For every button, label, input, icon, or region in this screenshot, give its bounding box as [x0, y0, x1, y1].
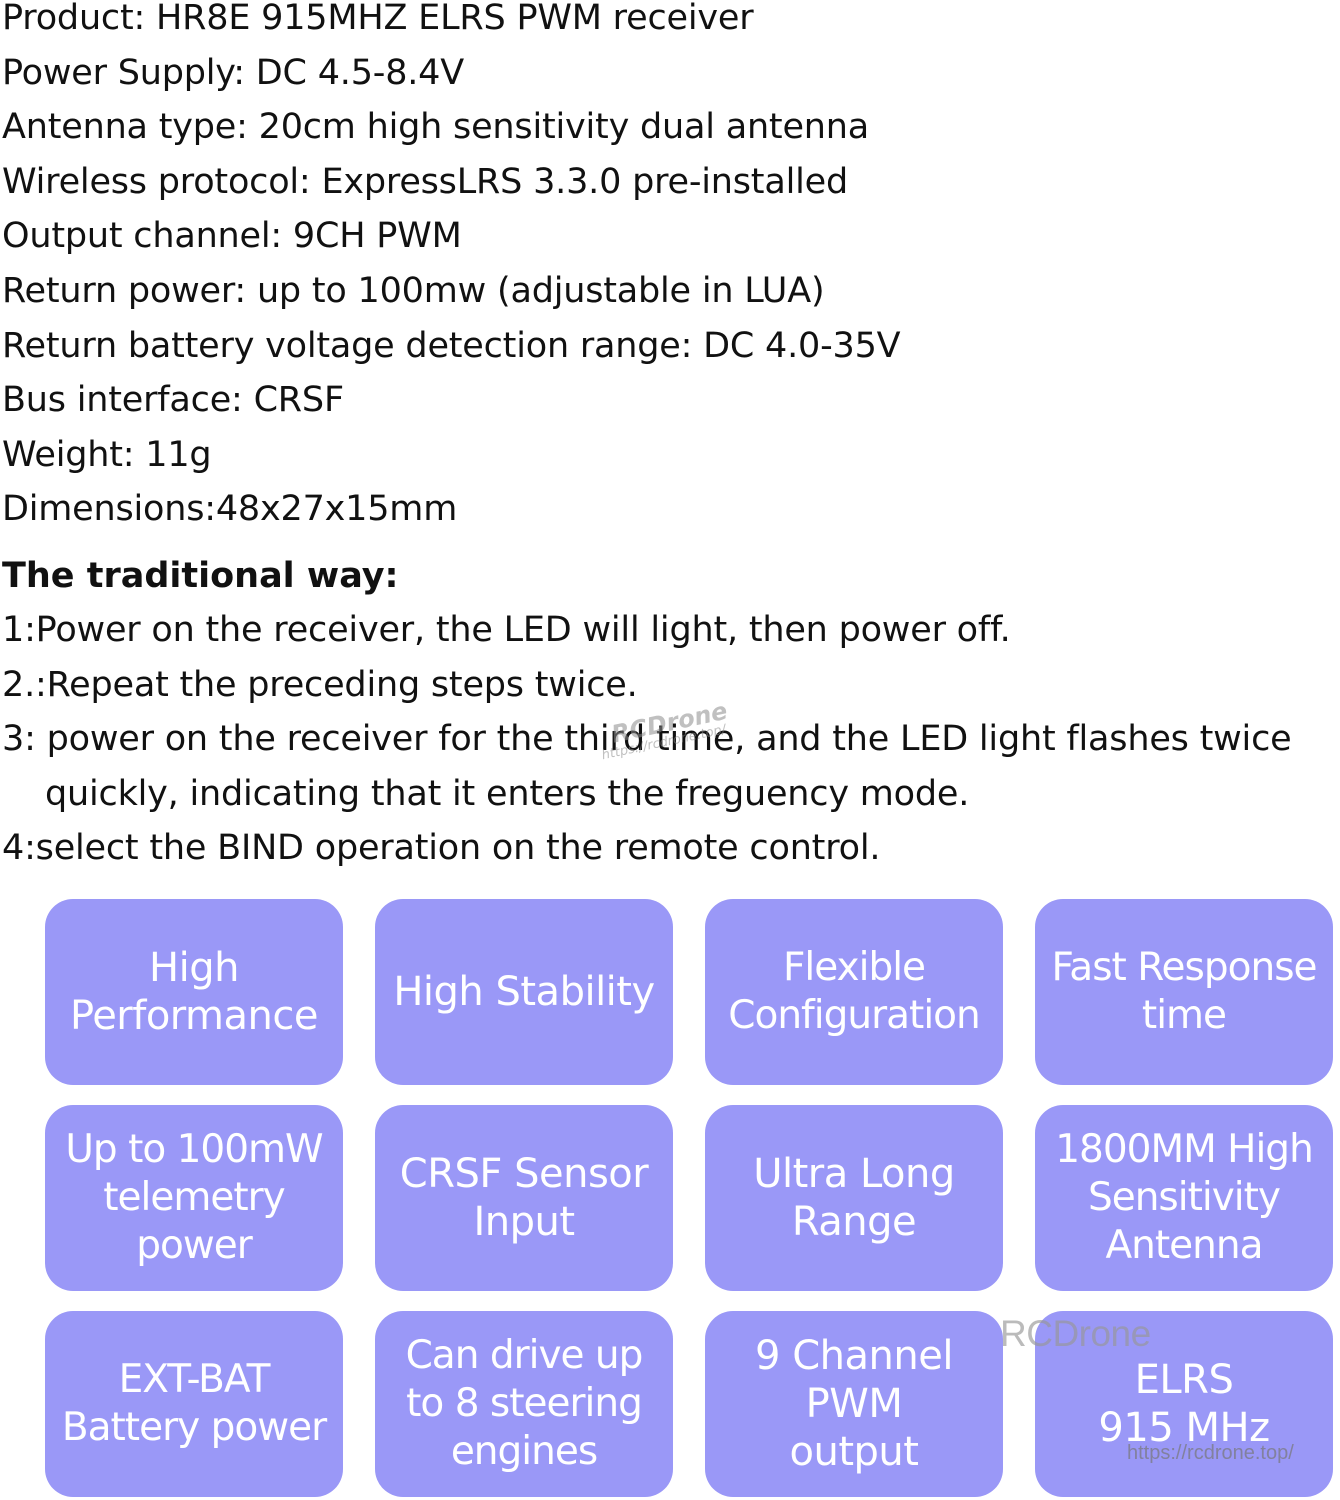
spec-dimensions: Dimensions:48x27x15mm	[2, 489, 458, 530]
spec-wireless-protocol: Wireless protocol: ExpressLRS 3.3.0 pre-…	[2, 161, 848, 202]
feature-tile-elrs-915: ELRS 915 MHz	[1035, 1311, 1333, 1497]
feature-tile-9-channel-pwm: 9 Channel PWM output	[705, 1311, 1003, 1497]
feature-tile-antenna: 1800MM High Sensitivity Antenna	[1035, 1105, 1333, 1291]
binding-step-text: 4:select the BIND operation on the remot…	[2, 828, 881, 869]
binding-step-2: 2.:Repeat the preceding steps twice.	[2, 658, 1291, 713]
binding-step-continuation: quickly, indicating that it enters the f…	[45, 773, 970, 814]
binding-step-1: 1:Power on the receiver, the LED will li…	[2, 603, 1291, 658]
binding-section-title: The traditional way:	[2, 556, 399, 596]
binding-step-text: 3: power on the receiver for the third t…	[2, 719, 1292, 760]
spec-power-supply: Power Supply: DC 4.5-8.4V	[2, 52, 464, 93]
feature-tile-telemetry-power: Up to 100mW telemetry power	[45, 1105, 343, 1291]
feature-tile-flexible-configuration: Flexible Configuration	[705, 899, 1003, 1085]
spec-antenna-type: Antenna type: 20cm high sensitivity dual…	[2, 107, 870, 148]
binding-step-4: 4:select the BIND operation on the remot…	[2, 821, 1291, 876]
spec-weight: Weight: 11g	[2, 434, 212, 475]
binding-step-text: 1:Power on the receiver, the LED will li…	[2, 610, 1011, 650]
spec-return-power: Return power: up to 100mw (adjustable in…	[2, 270, 825, 311]
binding-step-3: 3: power on the receiver for the third t…	[2, 712, 1292, 821]
spec-list: Product: HR8E 915MHZ ELRS PWM receiver P…	[2, 0, 901, 537]
binding-step-text: 2.:Repeat the preceding steps twice.	[2, 664, 638, 705]
feature-tile-ultra-long-range: Ultra Long Range	[705, 1105, 1003, 1291]
feature-tile-fast-response: Fast Response time	[1035, 899, 1333, 1085]
feature-tile-high-performance: High Performance	[45, 899, 343, 1085]
feature-tile-high-stability: High Stability	[375, 899, 673, 1085]
feature-tile-crsf-sensor: CRSF Sensor Input	[375, 1105, 673, 1291]
feature-tile-steering-engines: Can drive up to 8 steering engines	[375, 1311, 673, 1497]
binding-steps: 1:Power on the receiver, the LED will li…	[2, 603, 1292, 876]
spec-bus-interface: Bus interface: CRSF	[2, 380, 344, 421]
spec-product: Product: HR8E 915MHZ ELRS PWM receiver	[2, 0, 754, 38]
spec-voltage-detection: Return battery voltage detection range: …	[2, 325, 901, 366]
spec-output-channel: Output channel: 9CH PWM	[2, 216, 462, 257]
feature-tile-ext-bat: EXT-BAT Battery power	[45, 1311, 343, 1497]
feature-grid: High Performance High Stability Flexible…	[45, 899, 1334, 1497]
